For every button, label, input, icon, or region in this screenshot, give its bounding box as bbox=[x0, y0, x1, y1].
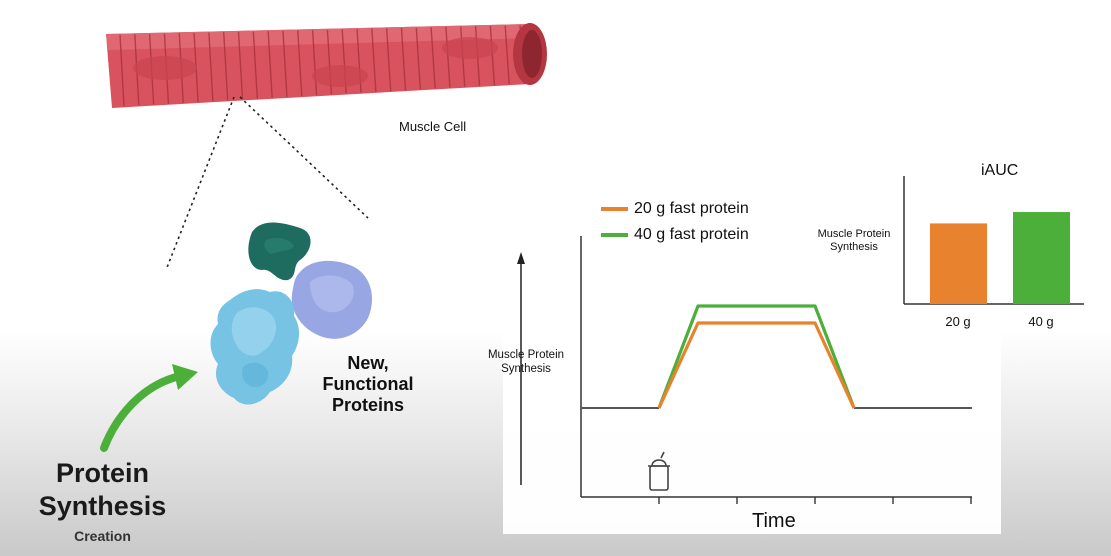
muscle-striation bbox=[430, 27, 436, 89]
x-axis-label: Time bbox=[752, 510, 796, 532]
muscle-cell-label: Muscle Cell bbox=[399, 119, 467, 134]
muscle-striation bbox=[119, 34, 125, 107]
series-line-20g bbox=[657, 321, 856, 409]
muscle-striation bbox=[445, 26, 451, 88]
protein-shake-icon bbox=[648, 451, 670, 491]
y-axis-arrow-head-icon bbox=[517, 252, 525, 264]
muscle-striation bbox=[371, 28, 377, 92]
muscle-striation bbox=[489, 25, 496, 86]
series-line-40g bbox=[657, 304, 856, 409]
muscle-striation bbox=[311, 30, 318, 96]
inset-category-label: 20 g bbox=[945, 314, 971, 329]
muscle-cell-illustration bbox=[106, 23, 547, 108]
muscle-striation bbox=[208, 32, 214, 102]
inset-y-axis-label: Muscle Protein Synthesis bbox=[817, 228, 891, 253]
muscle-striation bbox=[267, 31, 273, 98]
chart-panel bbox=[503, 154, 1001, 534]
inset-category-label: 40 g bbox=[1028, 314, 1054, 329]
protein-synthesis-title: Protein Synthesis bbox=[38, 458, 167, 521]
muscle-striation bbox=[237, 31, 244, 100]
inset-chart-title: iAUC bbox=[981, 162, 1019, 179]
protein-cluster-illustration bbox=[210, 222, 372, 405]
inset-bar-40g bbox=[1013, 212, 1070, 304]
y-axis-label: Muscle Protein Synthesis bbox=[487, 349, 565, 375]
muscle-striation bbox=[400, 27, 407, 91]
muscle-striation bbox=[504, 25, 510, 85]
inset-bar-20g bbox=[930, 223, 987, 304]
new-proteins-label: New, Functional Proteins bbox=[322, 353, 414, 415]
creation-subtitle: Creation bbox=[74, 528, 131, 544]
curved-arrow-icon bbox=[100, 372, 184, 452]
muscle-striation bbox=[415, 27, 421, 90]
arrow-head-icon bbox=[172, 364, 198, 390]
muscle-striation bbox=[385, 28, 392, 92]
zoom-line-left bbox=[165, 96, 235, 271]
legend-label-40g: 40 g fast protein bbox=[634, 226, 749, 243]
muscle-striation bbox=[297, 30, 303, 97]
muscle-striation bbox=[252, 31, 259, 99]
muscle-striation bbox=[223, 32, 229, 101]
muscle-striation bbox=[282, 30, 288, 97]
legend-label-20g: 20 g fast protein bbox=[634, 200, 749, 217]
